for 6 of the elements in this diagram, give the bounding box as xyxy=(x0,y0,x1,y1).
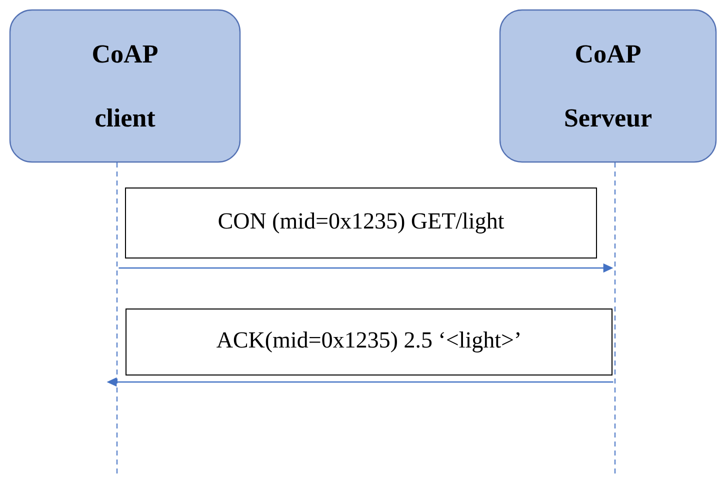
actor-box: CoAP client xyxy=(9,9,241,163)
lifeline xyxy=(116,162,118,476)
actor-box: CoAP Serveur xyxy=(499,9,717,163)
message-box: CON (mid=0x1235) GET/light xyxy=(125,188,597,258)
lifeline xyxy=(614,162,616,476)
message-box: ACK(mid=0x1235) 2.5 ‘<light>’ xyxy=(126,308,612,376)
